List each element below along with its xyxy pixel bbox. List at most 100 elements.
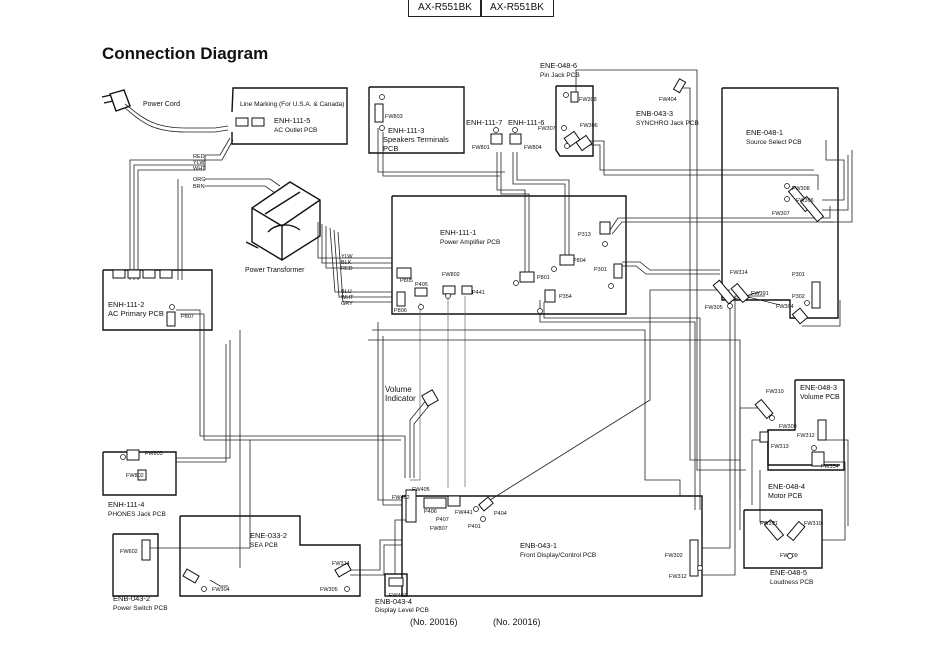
connector-label: P441 [472,290,485,296]
connector-label: FW312 [797,433,815,439]
connector-label: FW305 [320,587,338,593]
connector-label: FW304 [212,587,230,593]
power-amp-name: Power Amplifier PCB [440,239,500,246]
board-outlines [102,85,845,597]
connector-label: FW404 [659,97,677,103]
source-select-name: Source Select PCB [746,139,802,146]
connector-label: FW305 [705,305,723,311]
connector-label: P302 [792,294,805,300]
connector-label: FW313 [771,444,789,450]
wire-color-amp-blu: BLU [341,289,352,295]
power-amp-code: ENH-111-1 [440,228,476,237]
page-number-left: (No. 20016) [410,617,458,627]
synchro-code: ENB-043-3 [636,109,673,118]
connector-label: FW807 [430,526,448,532]
connector-label: P301 [792,272,805,278]
connector-label: P806 [394,308,407,314]
connector-label: FW441 [455,510,473,516]
connector-label: FW803 [385,114,403,120]
model-label-right: AX-R551BK [480,0,554,17]
connector-label: FW602 [120,549,138,555]
wire-color-org: ORG [193,177,206,183]
speakers-code: ENH-111-3 [388,126,424,135]
connector-label: P407 [436,517,449,523]
connector-label: P313 [578,232,591,238]
sea-name: SEA PCB [250,542,278,549]
speakers-name-1: Speakers Terminals [383,135,449,144]
connector-label: P401 [468,524,481,530]
phones-name: PHONES Jack PCB [108,511,166,518]
loudness-name: Loudness PCB [770,579,813,586]
wire-color-red: RED [193,154,205,160]
connector-label: FW802 [126,473,144,479]
transformer-label: Power Transformer [245,267,305,274]
connector-label: FW314 [730,270,748,276]
display-level-name: Display Level PCB [375,607,429,614]
pin-jack-name: Pin Jack PCB [540,72,580,79]
enh-111-6-label: ENH-111-6 [508,118,544,127]
pin-jack-code: ENE-048-6 [540,61,577,70]
volume-indicator-label-1: Volume [385,385,412,394]
volume-pcb-name: Volume PCB [800,394,840,401]
wire-color-amp-blk: BLK [341,260,352,266]
connector-label: FW308 [792,186,810,192]
connector-label: P807 [181,314,194,320]
wire-color-amp-ylw: YLW [341,254,353,260]
connector-label: FW802 [442,272,460,278]
connector-label: P406 [424,509,437,515]
loudness-code: ENE-048-5 [770,568,807,577]
speakers-name-2: PCB [383,144,398,153]
phones-code: ENH-111-4 [108,500,144,509]
motor-pcb-code: ENE-048-4 [768,482,805,491]
power-switch-name: Power Switch PCB [113,605,168,612]
synchro-name: SYNCHRO Jack PCB [636,120,699,127]
wire-color-brn: BRN [193,184,205,190]
volume-indicator-label-2: Indicator [385,394,416,403]
connector-label: P354 [559,294,572,300]
wire-color-wht: WHT [193,166,206,172]
connector-label: FW391 [751,291,769,297]
connector-label: FW309 [779,424,797,430]
connector-label: FW803 [145,451,163,457]
pin-markers [120,92,817,592]
connector-label: FW804 [524,145,542,151]
connector-label: FW304 [776,304,794,310]
ac-outlet-name: AC Outlet PCB [274,127,317,134]
ac-primary-name: AC Primary PCB [108,309,164,318]
connector-label: P404 [494,511,507,517]
connector-label: FW306 [796,198,814,204]
connector-label: P405 [415,282,428,288]
connector-label: P804 [573,258,586,264]
connector-label: FW307 [772,211,790,217]
wire-color-amp-gry: GRY [341,301,353,307]
connector-label: FW405 [412,487,430,493]
volume-pcb-code: ENE-048-3 [800,383,837,392]
transformer-icon [245,181,321,261]
display-level-code: ENB-043-4 [375,597,412,606]
connector-label: P805 [400,278,413,284]
connector-label: FW308 [579,97,597,103]
source-select-code: ENE-048-1 [746,128,783,137]
front-name: Front Display/Control PCB [520,552,596,559]
sea-code: ENE-033-2 [250,531,287,540]
page-number-right: (No. 20016) [493,617,541,627]
motor-pcb-name: Motor PCB [768,493,803,500]
connector-label: FW407 [389,593,407,599]
front-code: ENB-043-1 [520,541,557,550]
connector-label: FW307 [538,126,556,132]
ac-primary-code: ENH-111-2 [108,300,144,309]
connector-label: FW312 [669,574,687,580]
wire-color-amp-wht: WHT [341,295,354,301]
ac-outlet-code: ENH-111-5 [274,116,310,125]
power-switch-code: ENB-043-2 [113,594,150,603]
connector-label: P801 [537,275,550,281]
connector-label: FW391 [760,521,778,527]
page-title: Connection Diagram [102,44,269,63]
connector-label: FW354 [821,464,839,470]
enh-111-7-label: ENH-111-7 [466,118,502,127]
connector-label: FW302 [665,553,683,559]
line-marking-label: Line Marking (For U.S.A. & Canada) [240,101,344,108]
connector-label: FW801 [472,145,490,151]
connector-label: P301 [594,267,607,273]
